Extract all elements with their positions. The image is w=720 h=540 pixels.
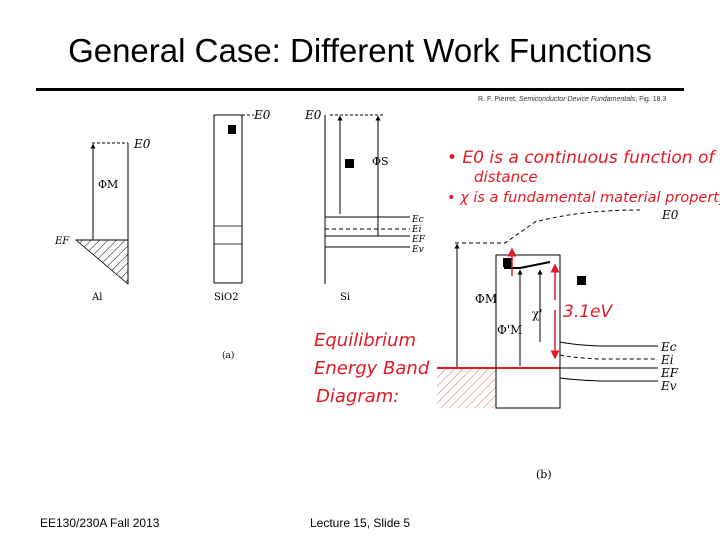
oxide-marker <box>228 125 236 134</box>
citation-authors: R. F. Pierret, <box>478 96 519 103</box>
ev-a-label: Ev <box>411 245 424 255</box>
caption-b: (b) <box>536 468 552 481</box>
e0-b-label: E0 <box>661 208 679 222</box>
footer-course: EE130/230A Fall 2013 <box>40 516 160 530</box>
si-b-ev-line <box>559 377 658 382</box>
e0-left-label: E0 <box>133 137 151 151</box>
citation-fig: , Fig. 18.3 <box>635 96 667 103</box>
equilibrium-line-1: Equilibrium <box>314 330 416 351</box>
ei-a-label: Ei <box>411 225 422 235</box>
oxide-b-conduction <box>504 261 551 269</box>
equilibrium-line-3: Diagram: <box>316 386 399 407</box>
equilibrium-line-2: Energy Band <box>314 358 430 379</box>
diagram-a: E0 ΦM EF Al E0 SiO2 (a) E0 ΦS Ec <box>54 108 426 361</box>
si-b-marker <box>577 276 586 285</box>
phi-s-label: ΦS <box>372 155 389 168</box>
al-label: Al <box>91 292 102 303</box>
slide-title: General Case: Different Work Functions <box>68 32 652 69</box>
e0-mid-label: E0 <box>253 108 271 122</box>
footer-slide-number: Lecture 15, Slide 5 <box>310 516 411 530</box>
bullet-1-line-2: distance <box>474 168 538 186</box>
title-underline <box>36 88 684 91</box>
oxide-b-marker <box>503 258 512 267</box>
ef-metal-label: EF <box>54 236 70 247</box>
ev-b-label: Ev <box>660 379 677 393</box>
sio2-label: SiO2 <box>214 292 239 303</box>
ef-a-label: EF <box>411 235 426 245</box>
citation-book: Semiconductor Device Fundamentals <box>518 96 636 103</box>
metal-filled-states <box>74 239 129 285</box>
phi-m-label: ΦM <box>98 178 118 191</box>
si-label: Si <box>340 292 350 303</box>
ef-b-label: EF <box>660 366 679 380</box>
ec-b-label: Ec <box>660 340 677 354</box>
e0-right-label: E0 <box>304 108 322 122</box>
si-marker <box>345 159 354 168</box>
metal-b-hatch <box>437 368 496 408</box>
citation: R. F. Pierret, Semiconductor Device Fund… <box>478 96 666 103</box>
bullet-2: • χ is a fundamental material property <box>447 190 720 206</box>
si-b-ei-line <box>559 354 658 360</box>
ei-b-label: Ei <box>660 353 674 367</box>
si-b-ec-line <box>559 341 658 347</box>
chi-value-label: 3.1eV <box>563 302 613 322</box>
caption-a: (a) <box>222 350 234 361</box>
phi-m-prime-label: Φ'M <box>497 323 522 337</box>
bullet-1-line-1: • E0 is a continuous function of <box>447 148 717 168</box>
phi-m-b-label: ΦM <box>475 292 497 306</box>
red-annotations: 3.1eV • E0 is a continuous function of d… <box>314 148 720 407</box>
ec-a-label: Ec <box>411 215 424 225</box>
diagram-b: E0 ΦM Φ'M χ' Ec Ei EF Ev (b) <box>437 208 679 481</box>
vacuum-level-curve <box>455 209 641 244</box>
oxide-box <box>213 114 243 284</box>
chi-label: χ' <box>532 307 543 321</box>
